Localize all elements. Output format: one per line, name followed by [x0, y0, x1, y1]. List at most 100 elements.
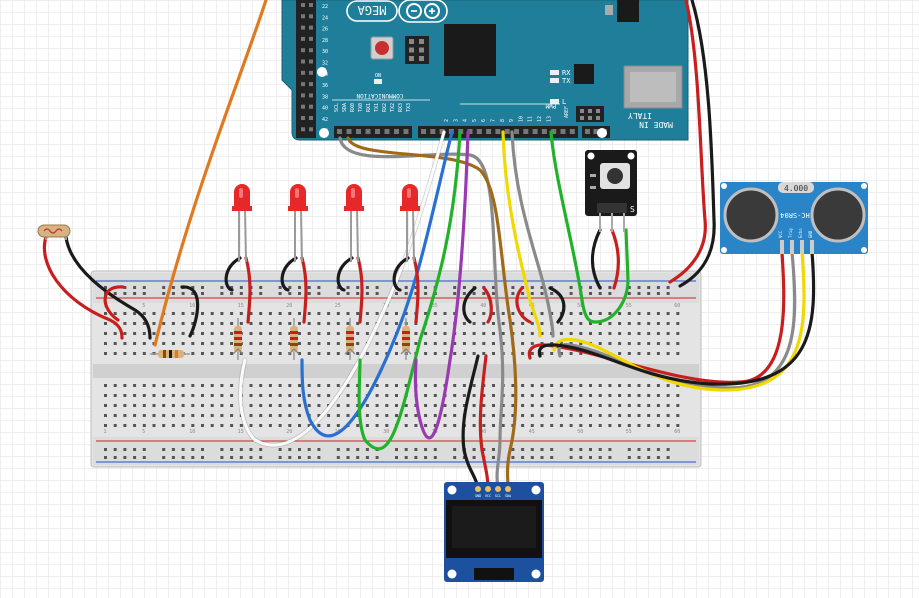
hole — [375, 286, 379, 289]
hole — [608, 404, 612, 407]
hole — [608, 292, 612, 295]
hole — [307, 342, 311, 345]
hole — [637, 332, 641, 335]
hole — [142, 322, 146, 325]
hole — [637, 424, 641, 427]
hole — [627, 384, 631, 387]
hole — [666, 424, 670, 427]
hole — [259, 384, 263, 387]
hole — [395, 394, 398, 397]
wire-purple — [413, 130, 470, 440]
hole — [113, 448, 117, 451]
hole — [104, 332, 107, 335]
hole — [521, 384, 525, 387]
hole — [133, 352, 137, 355]
hole — [550, 448, 554, 451]
hole — [123, 384, 127, 387]
hole — [637, 292, 641, 295]
hole — [171, 448, 175, 451]
hole — [210, 404, 214, 407]
hole — [404, 414, 408, 417]
column-number: 40 — [480, 429, 486, 435]
hole — [608, 448, 612, 451]
hole — [317, 424, 321, 427]
hole — [327, 332, 331, 335]
hole — [113, 342, 117, 345]
hole — [482, 394, 486, 397]
hole — [414, 342, 418, 345]
hole — [492, 322, 495, 325]
hole — [210, 322, 214, 325]
pwm-pin-label: 11 — [528, 116, 534, 122]
hole — [589, 312, 592, 315]
hole — [521, 312, 525, 315]
hole — [162, 332, 166, 335]
hole — [618, 322, 622, 325]
hole — [346, 352, 350, 355]
hole — [656, 312, 660, 315]
hole — [569, 342, 573, 345]
hole — [201, 394, 204, 397]
hole — [220, 332, 224, 335]
hole — [104, 286, 107, 289]
hole — [191, 286, 195, 289]
hole — [424, 384, 428, 387]
hole — [608, 384, 612, 387]
resistor-ldr — [150, 350, 190, 358]
column-number: 30 — [383, 429, 389, 435]
hole — [191, 342, 195, 345]
wire-black-led3 — [336, 256, 354, 292]
hole — [618, 332, 622, 335]
hole — [453, 414, 457, 417]
mount-hole — [317, 67, 327, 77]
hole — [249, 424, 253, 427]
hole — [268, 352, 272, 355]
hole — [278, 352, 282, 355]
hole — [365, 404, 369, 407]
hole — [327, 384, 331, 387]
hole — [288, 286, 292, 289]
hole — [288, 342, 292, 345]
hole — [482, 312, 486, 315]
hole — [579, 384, 583, 387]
hole — [676, 384, 680, 387]
hole — [288, 384, 292, 387]
hole — [559, 404, 563, 407]
column-number: 60 — [674, 429, 680, 435]
hole — [133, 286, 137, 289]
hole — [666, 384, 670, 387]
hole — [298, 394, 301, 397]
wire-black-arduino-rail — [678, 0, 716, 288]
hole — [230, 332, 234, 335]
mount-hole — [597, 128, 607, 138]
hole — [637, 448, 641, 451]
hole — [530, 456, 534, 459]
comm-pin-label: TX0 — [358, 103, 364, 112]
pwm-pin-label: 6 — [481, 119, 487, 122]
hole — [589, 292, 592, 295]
hole — [249, 352, 253, 355]
hole — [404, 312, 408, 315]
hole — [482, 322, 486, 325]
hole — [511, 394, 515, 397]
hole — [307, 286, 311, 289]
hole — [530, 394, 534, 397]
hole — [375, 384, 379, 387]
oled-pin-label: SDA — [505, 494, 512, 498]
hole — [589, 414, 592, 417]
hole — [171, 292, 175, 295]
hole — [123, 332, 127, 335]
led-4 — [400, 184, 420, 263]
hole — [433, 456, 437, 459]
hole — [404, 456, 408, 459]
hole — [278, 342, 282, 345]
hole — [598, 456, 602, 459]
hole — [511, 322, 515, 325]
hole — [317, 448, 321, 451]
hole — [453, 352, 457, 355]
hole — [268, 394, 272, 397]
hole — [191, 424, 195, 427]
hole — [356, 414, 360, 417]
hole — [133, 456, 137, 459]
hole — [482, 342, 486, 345]
